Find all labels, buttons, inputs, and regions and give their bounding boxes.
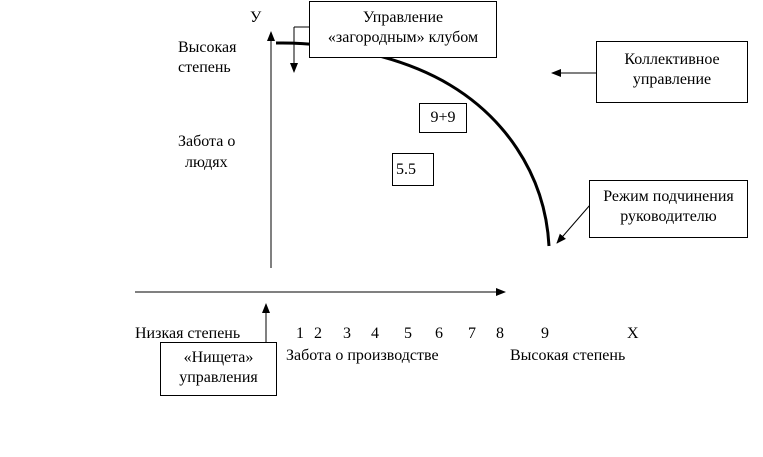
impoverished-line-1: «Нищета» <box>183 349 254 366</box>
authority-line-2: руководителю <box>620 208 717 225</box>
nine-nine-label: 9+9 <box>430 109 456 126</box>
x-tick-7: 7 <box>468 325 476 342</box>
authority-line-1: Режим подчинения <box>603 188 734 205</box>
authority-box: Режим подчинения руководителю <box>589 180 748 238</box>
x-tick-6: 6 <box>435 325 443 342</box>
country-club-line-2: «загородным» клубом <box>327 29 479 46</box>
low-degree-label: Низкая степень <box>135 325 241 342</box>
x-tick-8: 8 <box>496 325 504 342</box>
care-people-label-1: Забота о <box>178 133 236 150</box>
x-tick-4: 4 <box>371 325 379 342</box>
impoverished-box: «Нищета» управления <box>160 342 277 396</box>
management-curve <box>275 41 551 247</box>
x-axis-label: X <box>627 325 639 342</box>
x-tick-2: 2 <box>314 325 322 342</box>
team-line-2: управление <box>632 71 712 88</box>
care-people-label-2: людях <box>185 154 228 171</box>
authority-arrow <box>556 204 591 244</box>
high-degree-bottom-label: Высокая степень <box>510 347 626 364</box>
x-tick-5: 5 <box>404 325 412 342</box>
nine-nine-box: 9+9 <box>419 103 467 133</box>
high-degree-label-1: Высокая <box>178 39 237 56</box>
y-axis-label: У <box>250 9 262 26</box>
x-tick-3: 3 <box>343 325 351 342</box>
country-club-box: Управление «загородным» клубом <box>309 1 497 58</box>
team-management-box: Коллективное управление <box>596 41 748 103</box>
five-five-label: 5.5 <box>396 161 416 178</box>
team-line-1: Коллективное <box>624 51 720 68</box>
x-tick-1: 1 <box>296 325 304 342</box>
impoverished-line-2: управления <box>179 369 258 386</box>
five-five-box: 5.5 <box>392 153 434 186</box>
high-degree-label-2: степень <box>178 59 231 76</box>
x-tick-9: 9 <box>541 325 549 342</box>
care-production-label: Забота о производстве <box>286 347 439 364</box>
country-club-line-1: Управление <box>362 9 444 26</box>
